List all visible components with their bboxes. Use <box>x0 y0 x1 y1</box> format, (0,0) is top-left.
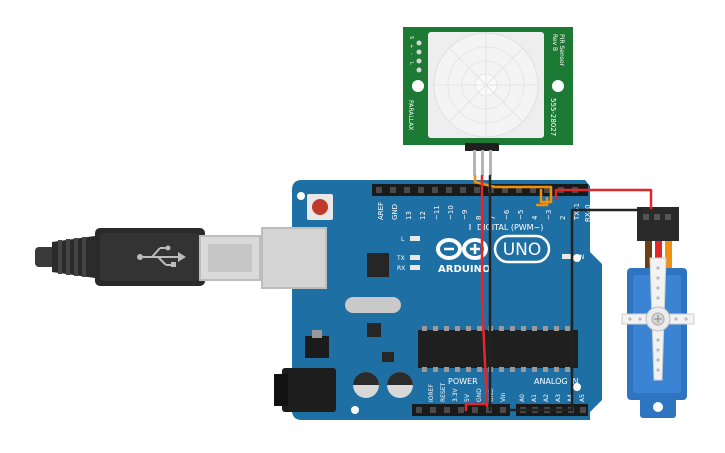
pin-label-aref: AREF <box>377 202 385 220</box>
usb-cable <box>35 228 261 286</box>
led-tx <box>410 255 420 260</box>
digital-pin-label: 7 <box>489 216 497 220</box>
wire-power-red-tail <box>464 402 489 412</box>
arduino-logo-icon <box>436 238 488 260</box>
mounting-hole <box>573 383 581 391</box>
wire-servo-vcc <box>554 188 653 210</box>
mounting-hole <box>412 80 424 92</box>
pir-pin-label: - <box>408 53 414 55</box>
power-pin-label: Vin <box>500 392 507 402</box>
usb-logo-icon <box>140 247 178 266</box>
pir-name: PIR Sensor <box>558 34 565 67</box>
digital-pin-label: ~6 <box>503 209 511 220</box>
digital-pin-label: 8 <box>475 216 483 220</box>
digital-pin-label: TX▸1 <box>573 203 581 221</box>
wire-servo-signal <box>535 196 549 207</box>
board-brand: ARDUINO <box>438 264 490 275</box>
power-pin-label: 5V <box>464 393 471 402</box>
digital-pin-label: ~9 <box>461 210 469 220</box>
analog-pin-label: A1 <box>531 394 538 402</box>
led-label-tx: TX <box>396 255 405 262</box>
usb-cable-wire <box>35 247 55 267</box>
digital-pin-label: RX◂0 <box>584 204 592 222</box>
wires <box>464 174 653 412</box>
led-on <box>562 254 572 259</box>
analog-pin-label: A5 <box>579 394 586 402</box>
wire-servo-gnd <box>507 208 643 412</box>
pir-sensor: S + - L PARALLAX PIR Sensor Rev B 555-28… <box>403 27 573 176</box>
pin-label-gnd: GND <box>391 204 399 220</box>
mounting-hole <box>351 406 359 414</box>
wire-pir-vcc <box>480 174 489 408</box>
board-model: UNO <box>503 240 542 260</box>
small-chip <box>367 323 381 337</box>
pir-pin-label: + <box>408 44 414 48</box>
digital-section-label: DIGITAL (PWM~) <box>477 223 543 232</box>
analog-pin-label: A0 <box>519 394 526 402</box>
small-chip <box>382 352 394 362</box>
arduino-uno-board: AREF GND 13 12 ~11 ~10 ~9 8 7 ~6 ~5 4 ~3… <box>261 180 602 420</box>
led-label-l: L <box>401 236 405 243</box>
voltage-regulator <box>305 336 329 358</box>
digital-pin-label: 2 <box>559 216 567 220</box>
uno-badge <box>493 234 551 264</box>
power-pin-label: IOREF <box>428 384 435 402</box>
servo-motor <box>621 207 695 418</box>
led-l <box>410 236 420 241</box>
usb-chip <box>367 253 389 277</box>
pir-header <box>465 143 499 151</box>
digital-pin-label: ~5 <box>517 210 525 220</box>
crystal-oscillator <box>345 297 401 313</box>
digital-pin-label: ~11 <box>433 205 441 220</box>
mounting-hole <box>552 80 564 92</box>
power-pin-label: GND <box>476 388 483 402</box>
reset-button-cap[interactable] <box>312 199 328 215</box>
digital-pin-label: ~10 <box>447 205 455 220</box>
dc-power-jack <box>282 368 336 412</box>
atmega-chip <box>418 330 578 368</box>
pir-revision: Rev B <box>551 34 558 51</box>
power-pin-label: RESET <box>440 382 447 402</box>
analog-section-label: ANALOG IN <box>534 377 579 386</box>
power-pin-label: 3.3V <box>452 387 459 402</box>
led-rx <box>410 265 420 270</box>
pir-pin-label: S <box>408 36 414 39</box>
mounting-hole <box>573 254 581 262</box>
led-label-on: ON <box>575 254 584 261</box>
digital-pin-label: 4 <box>531 215 539 220</box>
usb-b-port <box>261 227 327 289</box>
digital-pin-label: 12 <box>419 211 427 220</box>
pir-part-number: 555-28027 <box>549 98 557 136</box>
power-section-label: POWER <box>448 377 478 386</box>
servo-connector <box>637 207 679 241</box>
wire-pir-signal <box>473 174 553 204</box>
analog-pin-label: A2 <box>543 394 550 402</box>
digital-pin-label: 13 <box>405 211 413 220</box>
pir-pin-label: L <box>408 62 414 65</box>
pir-brand: PARALLAX <box>407 100 414 130</box>
analog-pin-label: A4 <box>567 394 574 402</box>
digital-pin-label: ~3 <box>545 210 553 220</box>
led-label-rx: RX <box>397 265 405 272</box>
power-pin-label: GND <box>488 388 495 402</box>
analog-pin-label: A3 <box>555 394 562 402</box>
mounting-hole <box>297 192 305 200</box>
